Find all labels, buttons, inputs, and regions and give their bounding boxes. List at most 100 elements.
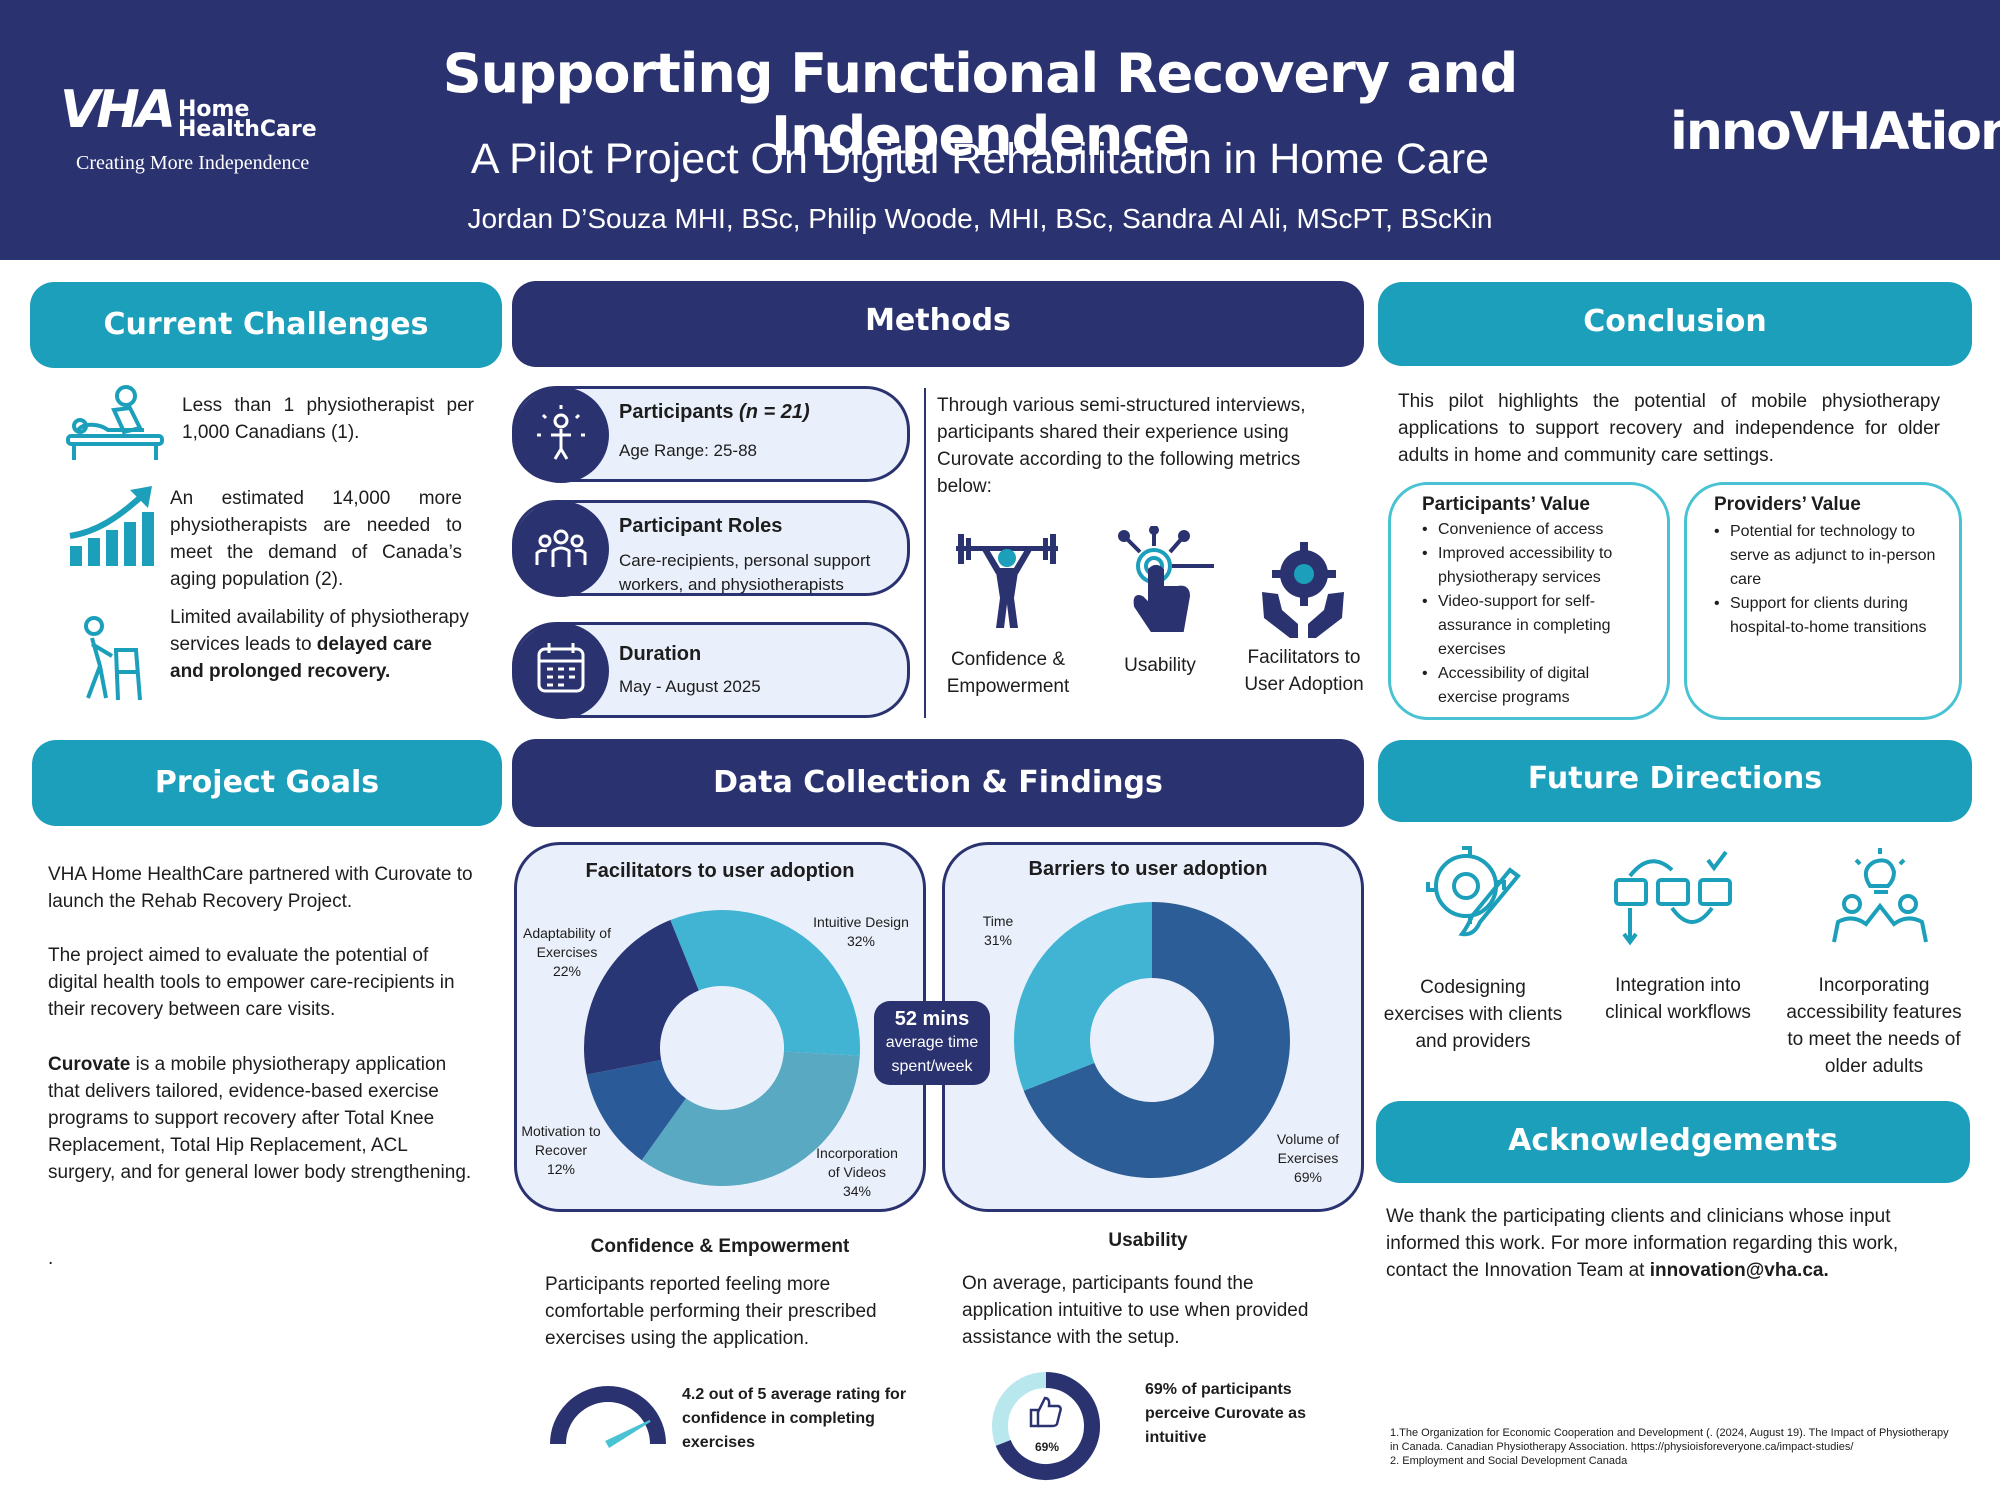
logo-name-line2: HealthCare [178,117,317,142]
innovation-logo: innoVHAtion [1670,102,2000,162]
current-challenges-heading: Current Challenges [30,282,502,368]
participants-card: Participants (n = 21) Age Range: 25-88 [512,386,910,483]
facilitators-label-1-name: Incorporation of Videos [816,1145,898,1180]
methods-divider [924,388,926,718]
facilitators-label-3-name: Adaptability of Exercises [523,925,611,960]
providers-value-item: Potential for technology to serve as adj… [1710,520,1940,592]
confidence-stat: 4.2 out of 5 average rating for confiden… [682,1386,907,1451]
barriers-donut-chart [1014,902,1290,1178]
facilitators-label-0-name: Intuitive Design [813,914,909,930]
growth-chart-icon [66,484,158,570]
facilitators-slice-0 [670,910,860,1056]
poster-subtitle: A Pilot Project On Digital Rehabilitatio… [470,135,1490,183]
methods-heading: Methods [512,281,1364,367]
participants-value-title: Participants’ Value [1422,494,1590,515]
duration-dates: May - August 2025 [619,677,761,696]
challenge-text-2: An estimated 14,000 more physiotherapist… [170,488,462,590]
curovate-name: Curovate [48,1054,131,1075]
methods-intro: Through various semi-structured intervie… [937,395,1306,497]
barriers-label-1-name: Time [982,913,1014,929]
physiotherapy-massage-icon [64,384,166,464]
conclusion-text: This pilot highlights the potential of m… [1398,391,1940,466]
participants-title-text: Participants [619,401,734,423]
goals-paragraph-3-text: is a mobile physiotherapy application th… [48,1054,472,1183]
reference-2: 2. Employment and Social Development Can… [1390,1455,1628,1467]
average-time-line1: average time [885,1034,979,1051]
challenge-text-3-bold: delayed care and prolonged recovery. [170,634,432,682]
metric-label-facilitators: Facilitators to User Adoption [1244,647,1364,695]
providers-value-list: Potential for technology to serve as adj… [1710,520,1940,640]
roles-title: Participant Roles [619,515,783,537]
conclusion-heading: Conclusion [1378,282,1972,366]
group-icon [513,501,609,597]
barriers-label-0: Volume of Exercises 69% [1268,1130,1348,1187]
barriers-label-1: Time 31% [976,912,1020,950]
participants-age-range: Age Range: 25-88 [619,441,757,460]
metric-label-usability: Usability [1124,655,1196,676]
participants-value-item: Improved accessibility to physiotherapy … [1418,542,1648,590]
gear-brush-icon [1418,836,1528,946]
barriers-label-1-pct: 31% [983,932,1013,948]
poster-authors: Jordan D’Souza MHI, BSc, Philip Woode, M… [467,203,1493,234]
usability-stat: 69% of participants perceive Curovate as… [1145,1381,1306,1446]
facilitators-label-0-pct: 32% [846,933,876,949]
providers-value-title: Providers’ Value [1714,494,1861,515]
confidence-gauge-track [550,1386,666,1445]
contact-email: innovation@vha.ca. [1649,1260,1829,1281]
average-time-line2: spent/week [891,1058,973,1075]
duration-title: Duration [619,643,702,665]
confidence-heading: Confidence & Empowerment [590,1236,850,1257]
weightlifter-icon [952,524,1062,634]
duration-card: Duration May - August 2025 [512,622,910,719]
facilitators-label-1-pct: 34% [842,1183,872,1199]
barriers-slice-0 [1023,902,1290,1178]
usability-ring-fill [995,1372,1100,1480]
challenge-text-3-plain: Limited availability of physiotherapy se… [170,607,469,655]
usability-ring-label: 69% [1034,1440,1060,1454]
participants-count: (n = 21) [739,401,810,423]
facilitators-label-1: Incorporation of Videos 34% [812,1144,902,1201]
goals-paragraph-2: The project aimed to evaluate the potent… [48,945,455,1020]
barriers-label-0-name: Volume of Exercises [1276,1131,1340,1166]
facilitators-chart-title: Facilitators to user adoption [585,860,855,882]
participants-value-item: Convenience of access [1418,518,1648,542]
calendar-icon [513,623,609,719]
project-goals-heading: Project Goals [32,740,502,826]
facilitators-donut-chart [584,910,860,1186]
facilitators-label-2-name: Motivation to Recover [521,1123,601,1158]
acknowledgements-heading: Acknowledgements [1376,1101,1970,1183]
confidence-gauge-needle [605,1419,651,1449]
header-banner [0,0,2000,260]
participants-value-item: Video-support for self-assurance in comp… [1418,590,1648,662]
facilitators-label-2: Motivation to Recover 12% [516,1122,606,1179]
participant-roles-card: Participant Roles Care-recipients, perso… [512,500,910,597]
barriers-label-0-pct: 69% [1293,1169,1323,1185]
future-label-codesign: Codesigning exercises with clients and p… [1383,977,1563,1052]
goals-paragraph-3: Curovate is a mobile physiotherapy appli… [48,1051,478,1186]
confidence-text: Participants reported feeling more comfo… [545,1274,877,1349]
future-directions-heading: Future Directions [1378,740,1972,822]
future-label-integration: Integration into clinical workflows [1605,975,1751,1023]
facilitators-label-2-pct: 12% [546,1161,576,1177]
walker-person-icon [70,616,146,702]
confidence-rating-gauge [550,1386,666,1449]
usability-heading: Usability [1108,1230,1188,1251]
participants-title: Participants (n = 21) [619,401,810,424]
metric-label-confidence: Confidence & Empowerment [946,649,1070,697]
logo-name-line1: Home [178,97,250,122]
logo-mark: VHA [60,80,176,140]
reference-1: 1.The Organization for Economic Cooperat… [1390,1427,1949,1453]
average-time-value: 52 mins [894,1008,970,1030]
references: 1.The Organization for Economic Cooperat… [1390,1426,1950,1468]
facilitators-label-3-pct: 22% [552,963,582,979]
usability-text: On average, participants found the appli… [962,1273,1309,1348]
goals-paragraph-1: VHA Home HealthCare partnered with Curov… [48,864,473,912]
roles-description: Care-recipients, personal support worker… [619,551,871,594]
acknowledgements-body: We thank the participating clients and c… [1386,1206,1899,1281]
usability-ring-chart [992,1372,1100,1480]
thumbs-up-icon [1028,1394,1064,1430]
logo-name: Home HealthCare [178,97,317,142]
logo-tagline: Creating More Independence [76,152,310,174]
providers-value-item: Support for clients during hospital-to-h… [1710,592,1940,640]
person-spark-icon [513,387,609,483]
